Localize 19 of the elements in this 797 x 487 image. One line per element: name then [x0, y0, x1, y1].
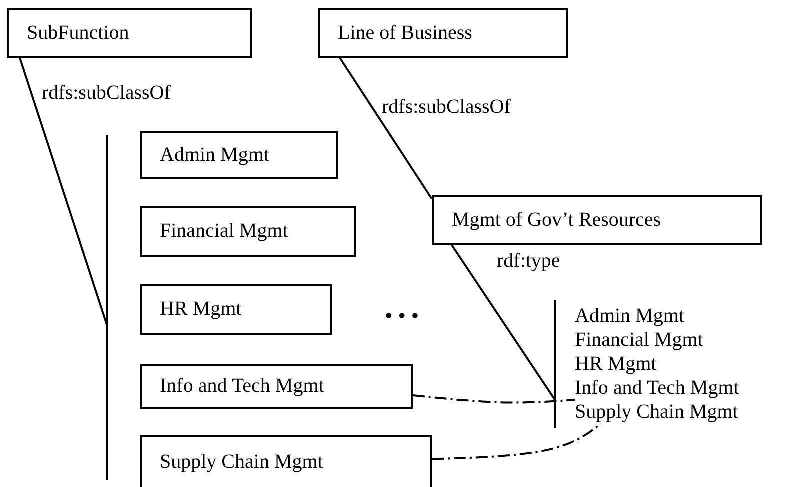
- class-box: Mgmt of Gov’t Resources: [432, 195, 762, 245]
- connector-line: [339, 57, 433, 200]
- instance-text: Financial Mgmt: [575, 328, 775, 352]
- instance-text: HR Mgmt: [575, 352, 775, 376]
- class-box: Info and Tech Mgmt: [140, 364, 413, 409]
- class-box: HR Mgmt: [140, 284, 332, 335]
- class-box: Supply Chain Mgmt: [140, 435, 432, 487]
- class-box: Admin Mgmt: [140, 131, 338, 179]
- instance-text: Info and Tech Mgmt: [575, 376, 775, 400]
- connector-line: [19, 58, 108, 326]
- connector-line: [450, 244, 556, 400]
- edge-label: rdf:type: [497, 250, 560, 272]
- class-box: Financial Mgmt: [140, 206, 356, 257]
- dash-dot-connector: [432, 423, 602, 460]
- class-box: Line of Business: [318, 8, 568, 58]
- instance-text: Admin Mgmt: [575, 304, 775, 328]
- class-box: SubFunction: [7, 8, 252, 58]
- instance-text: Supply Chain Mgmt: [575, 400, 775, 424]
- dash-dot-connector: [412, 394, 576, 404]
